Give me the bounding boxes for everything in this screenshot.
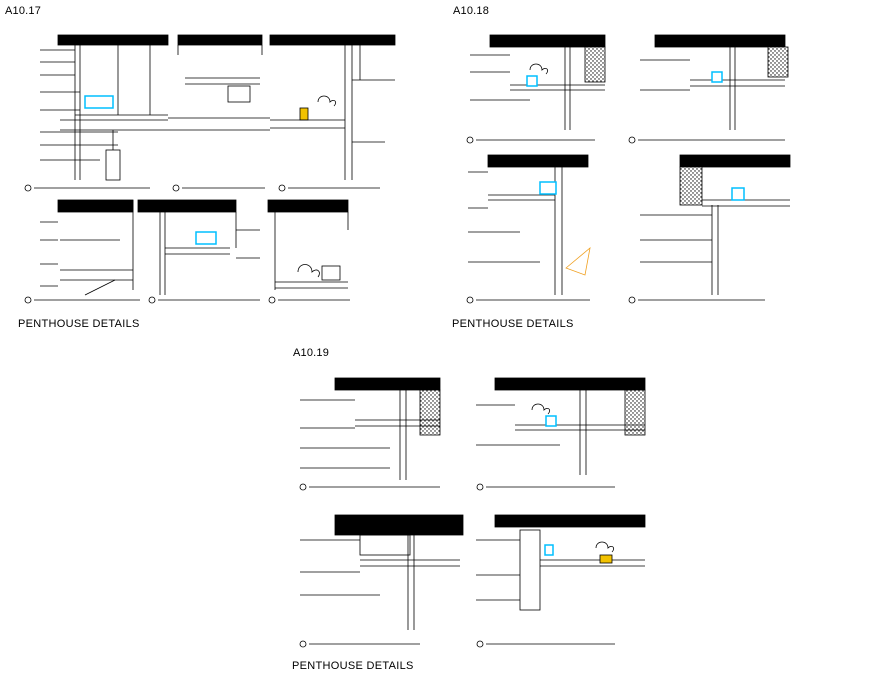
detail-a10-17-1 — [40, 34, 169, 181]
sheet-code-a10-19: A10.19 — [293, 347, 330, 359]
detail-a10-19-1 — [300, 377, 441, 480]
sheet-title-a10-18: PENTHOUSE DETAILS — [452, 318, 574, 330]
detail-a10-19-3 — [300, 514, 464, 630]
sheet-code-a10-17: A10.17 — [5, 5, 42, 17]
detail-a10-17-2 — [168, 34, 270, 131]
detail-a10-17-6 — [267, 199, 349, 290]
detail-a10-19-2 — [476, 377, 646, 475]
detail-a10-18-3 — [468, 154, 591, 295]
sheet-title-a10-19: PENTHOUSE DETAILS — [292, 660, 414, 672]
detail-a10-18-2 — [640, 34, 789, 130]
detail-title-bars — [24, 136, 785, 648]
detail-a10-17-3 — [269, 34, 396, 180]
detail-a10-18-1 — [470, 34, 606, 130]
sheet-title-a10-17: PENTHOUSE DETAILS — [18, 318, 140, 330]
sheet-code-a10-18: A10.18 — [453, 5, 490, 17]
detail-a10-19-4 — [476, 514, 646, 611]
detail-a10-17-5 — [137, 199, 260, 295]
detail-a10-18-4 — [640, 154, 791, 295]
detail-a10-17-4 — [40, 199, 134, 296]
